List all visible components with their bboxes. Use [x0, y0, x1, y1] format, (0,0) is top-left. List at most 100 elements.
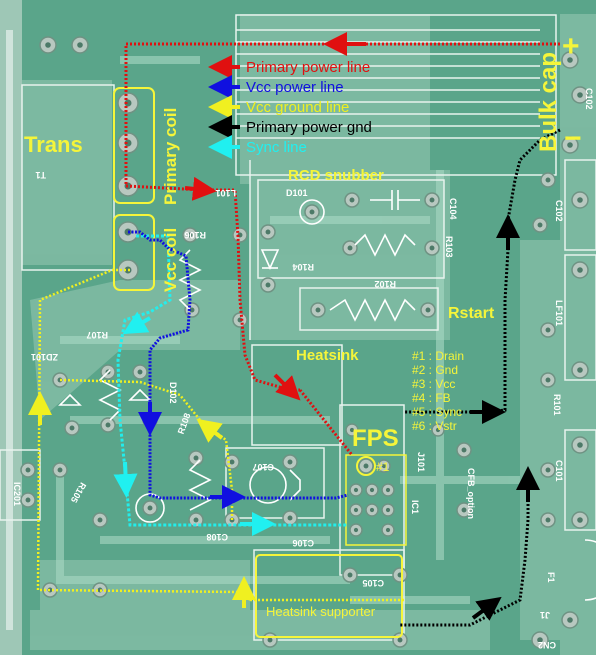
pad-hole [193, 455, 199, 461]
pad-hole [347, 245, 353, 251]
vccgnd-arrow-3 [196, 418, 224, 443]
pad-hole [461, 447, 467, 453]
legend-label-vcc: Vcc power line [246, 79, 344, 96]
callouts: Trans Primary coil Vcc coil Bulk cap + −… [24, 30, 582, 619]
pad-hole [349, 197, 355, 203]
pin-2: #2 : Gnd [412, 363, 458, 377]
pad-hole [397, 637, 403, 643]
legend-label-vccgnd: Vcc ground line [246, 99, 349, 116]
pad-hole [124, 99, 132, 107]
pad-hole [567, 57, 573, 63]
pad-hole [369, 487, 375, 493]
label-lf101: LF101 [554, 300, 564, 326]
pad-hole [353, 527, 359, 533]
pin-6: #6 : Vstr [412, 419, 457, 433]
callout-rcd-snubber: RCD snubber [288, 167, 384, 184]
label-r103: R103 [444, 236, 454, 258]
pad-hole [77, 42, 83, 48]
label-zd101: ZD101 [31, 352, 58, 362]
pad-hole [189, 307, 195, 313]
pad-hole [381, 463, 387, 469]
pad-hole [137, 369, 143, 375]
label-d101: D101 [286, 188, 308, 198]
callout-bulk-cap: Bulk cap [535, 52, 562, 152]
label-c105: C105 [362, 578, 384, 588]
resistor-symbols [58, 190, 596, 601]
label-ic101: IC1 [410, 500, 420, 514]
pgnd-arrow-4 [471, 596, 502, 621]
label-r101: R101 [552, 394, 562, 416]
pad-hole [577, 267, 583, 273]
pad-hole [124, 139, 132, 147]
label-l101: L101 [215, 188, 236, 198]
legend-label-primary: Primary power line [246, 59, 370, 76]
callout-heatsink: Heatsink [296, 347, 359, 364]
pin-3: #3 : Vcc [412, 377, 455, 391]
pad-hole [45, 42, 51, 48]
pad-hole [537, 222, 543, 228]
component-pads [20, 36, 589, 649]
silkscreen-outlines [0, 14, 596, 641]
pad-hole [577, 197, 583, 203]
pad-hole [69, 425, 75, 431]
pad-hole [347, 572, 353, 578]
pad-hole [545, 517, 551, 523]
pad-hole [105, 422, 111, 428]
legend-label-sync: Sync line [246, 139, 307, 156]
label-t1: T1 [35, 170, 46, 180]
label-d102: D102 [168, 382, 178, 404]
pad-hole [97, 517, 103, 523]
pad-hole [461, 507, 467, 513]
sync-line [116, 234, 348, 527]
pad-hole [567, 142, 573, 148]
label-r107: R107 [86, 330, 108, 340]
pad-hole [265, 282, 271, 288]
pad-hole [537, 637, 543, 643]
pad-hole [287, 515, 293, 521]
callout-rstart: Rstart [448, 305, 495, 322]
pad-hole [369, 507, 375, 513]
callout-primary-coil: Primary coil [161, 108, 180, 205]
pad-hole [425, 307, 431, 313]
pad-hole [385, 527, 391, 533]
fps-pin-list: #1 : Drain #2 : Gnd #3 : Vcc #4 : FB #5 … [412, 349, 464, 433]
pad-hole [237, 317, 243, 323]
pad-hole [147, 505, 153, 511]
pad-hole [25, 467, 31, 473]
label-cfb: CFB_option [466, 468, 476, 519]
label-c101: C101 [554, 460, 564, 482]
pad-hole [349, 427, 355, 433]
pad-hole [545, 467, 551, 473]
pad-hole [545, 177, 551, 183]
label-c104: C104 [448, 198, 458, 220]
pad-hole [363, 463, 369, 469]
fps-box [345, 454, 407, 546]
callout-plus: + [562, 30, 580, 63]
sync-arrow-1 [122, 311, 152, 335]
pad-hole [385, 487, 391, 493]
pin1-circle [356, 456, 376, 476]
pad-hole [577, 517, 583, 523]
label-r106: R106 [184, 230, 206, 240]
label-c102: C102 [584, 88, 594, 110]
pad-hole [577, 92, 583, 98]
label-c108: C108 [206, 532, 228, 542]
label-r102: R102 [374, 279, 396, 289]
label-j101: J101 [416, 452, 426, 472]
pad-hole [435, 427, 441, 433]
pad-hole [545, 327, 551, 333]
pad-hole [545, 377, 551, 383]
label-cn2: CN2 [538, 640, 556, 650]
pad-hole [567, 617, 573, 623]
pad-hole [265, 229, 271, 235]
pad-hole [577, 442, 583, 448]
callout-pin1: #1 [376, 460, 390, 474]
pad-hole [267, 637, 273, 643]
sync-arrow-2 [113, 461, 138, 498]
pad-hole [287, 459, 293, 465]
callout-vcc-coil: Vcc coil [161, 228, 180, 292]
primary-arrow-coil [184, 176, 217, 201]
pad-hole [385, 507, 391, 513]
pad-hole [315, 307, 321, 313]
